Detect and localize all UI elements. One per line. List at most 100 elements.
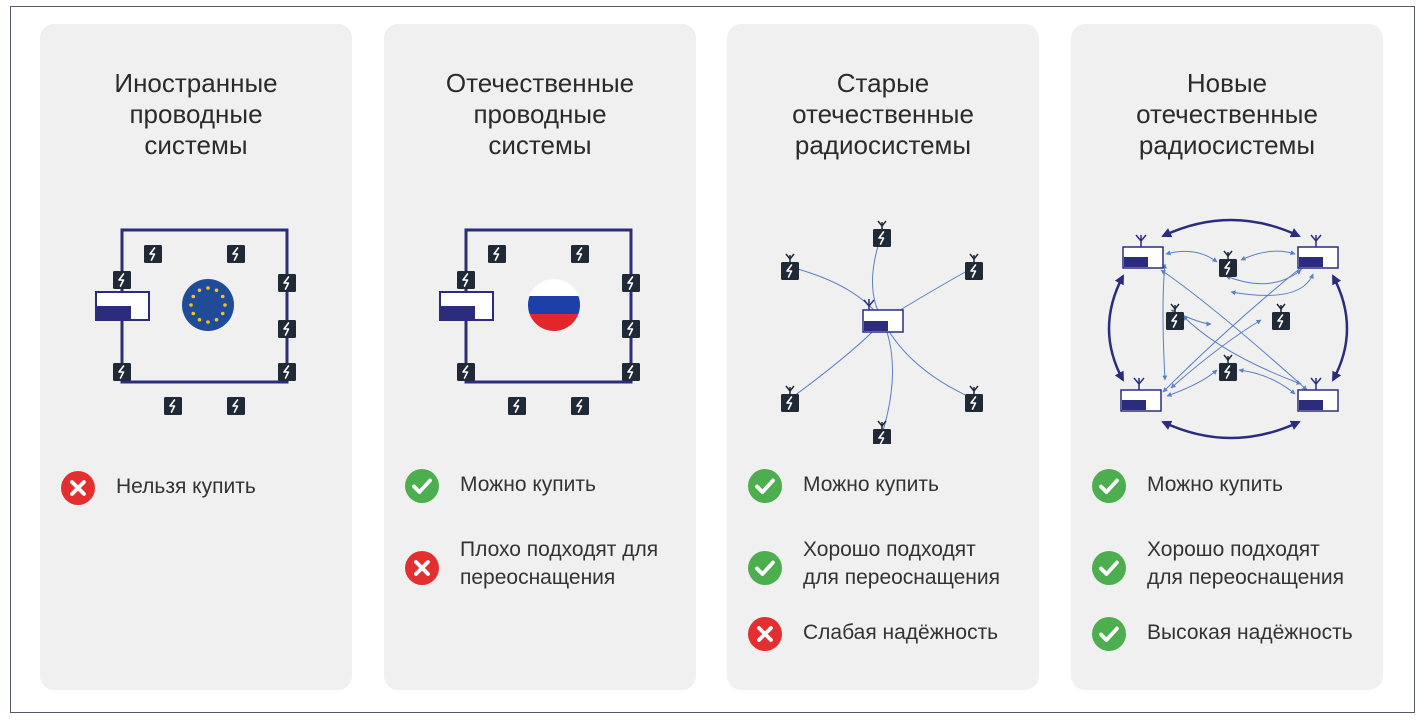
sensor-icon	[781, 385, 799, 412]
sensor-icon	[278, 320, 296, 338]
check-circle-icon	[748, 469, 782, 503]
title-line: проводные	[129, 99, 263, 129]
feature-item: Хорошо подходят для переоснащения	[747, 538, 1037, 589]
feature-item: Высокая надёжность	[1091, 616, 1381, 656]
feature-line: Слабая надёжность	[803, 621, 999, 644]
feature-line: для переоснащения	[803, 566, 1000, 589]
title-line: системы	[488, 130, 592, 160]
sensor-icon	[571, 245, 589, 263]
feature-item: Можно купить	[404, 468, 694, 508]
sensor-icon	[873, 220, 891, 247]
radio-links	[789, 233, 975, 435]
sensor-icon	[457, 363, 475, 381]
sensor-icon	[508, 397, 526, 415]
eu-flag-icon	[182, 279, 234, 331]
feature-label: Можно купить	[803, 471, 939, 499]
feature-item: Можно купить	[747, 468, 1037, 508]
check-circle-icon	[1092, 469, 1126, 503]
sensor-icon	[227, 397, 245, 415]
radio-star-diagram	[781, 220, 983, 444]
control-panel-icon	[95, 291, 150, 321]
feature-item: Нельзя купить	[60, 470, 350, 510]
title-line: отечественные	[1136, 99, 1318, 129]
title-line: Отечественные	[445, 68, 635, 98]
sensor-icon	[164, 397, 182, 415]
cross-circle-icon	[61, 471, 95, 505]
check-circle-icon	[748, 551, 782, 585]
sensor-icon	[622, 363, 640, 381]
radio-mesh-diagram	[1107, 218, 1349, 440]
feature-label: Слабая надёжность	[803, 619, 998, 647]
check-circle-icon	[405, 469, 439, 503]
mesh-links	[1160, 250, 1314, 397]
feature-line: Высокая надёжность	[1147, 621, 1353, 644]
sensor-icon	[622, 274, 640, 292]
wired-ring-diagram	[95, 228, 296, 415]
feature-label: Можно купить	[460, 471, 596, 499]
sensor-icon	[571, 397, 589, 415]
sensor-icon	[622, 320, 640, 338]
title-line: системы	[144, 130, 248, 160]
feature-label: Высокая надёжность	[1147, 619, 1353, 647]
gateway-icon	[1120, 377, 1162, 412]
card-new-radio: Новые отечественные радиосистемы Можно к…	[1071, 24, 1383, 690]
gateway-links	[1107, 218, 1349, 440]
sensor-nodes	[113, 245, 296, 415]
sensor-icon	[1219, 354, 1237, 381]
title-line: Новые	[1186, 68, 1268, 98]
mesh-sensor-nodes	[1166, 250, 1290, 381]
radio-sensor-nodes	[781, 220, 983, 444]
title-line: радиосистемы	[1138, 130, 1316, 160]
title-line: радиосистемы	[794, 130, 972, 160]
feature-item: Можно купить	[1091, 468, 1381, 508]
sensor-icon	[457, 271, 475, 289]
feature-item: Хорошо подходят для переоснащения	[1091, 538, 1381, 589]
sensor-icon	[1219, 250, 1237, 277]
feature-line: Плохо подходят для	[460, 538, 659, 561]
sensor-icon	[227, 245, 245, 263]
feature-label: Хорошо подходят для переоснащения	[803, 536, 1000, 592]
feature-line: для переоснащения	[1147, 566, 1344, 589]
sensor-nodes	[457, 245, 640, 415]
card-foreign-wired: Иностранные проводные системы Нельзя куп…	[40, 24, 352, 690]
title-line: Старые	[836, 68, 930, 98]
russia-flag-icon	[528, 279, 580, 331]
card-old-radio: Старые отечественные радиосистемы Можно …	[727, 24, 1039, 690]
sensor-icon	[1272, 303, 1290, 330]
feature-line: переоснащения	[460, 566, 616, 589]
gateway-icon	[1297, 377, 1339, 412]
title-line: Иностранные	[114, 68, 278, 98]
cross-circle-icon	[405, 551, 439, 585]
card-title: Иностранные проводные системы	[40, 68, 352, 161]
frame-border	[10, 6, 1415, 713]
feature-label: Плохо подходят для переоснащения	[460, 536, 658, 592]
card-title: Старые отечественные радиосистемы	[727, 68, 1039, 161]
wired-ring-diagram	[439, 228, 640, 415]
title-line: проводные	[473, 99, 607, 129]
feature-line: Хорошо подходят	[803, 538, 976, 561]
feature-label: Можно купить	[1147, 471, 1283, 499]
feature-item: Плохо подходят для переоснащения	[404, 538, 694, 589]
sensor-icon	[144, 245, 162, 263]
title-line: отечественные	[792, 99, 974, 129]
gateway-icon	[1297, 234, 1339, 269]
feature-line: Можно купить	[803, 473, 939, 496]
gateway-nodes	[1120, 234, 1339, 412]
gateway-icon	[1122, 234, 1164, 269]
sensor-icon	[278, 274, 296, 292]
check-circle-icon	[1092, 551, 1126, 585]
feature-label: Нельзя купить	[116, 473, 256, 501]
feature-line: Хорошо подходят	[1147, 538, 1320, 561]
control-panel-icon	[862, 299, 904, 333]
sensor-icon	[113, 363, 131, 381]
feature-line: Можно купить	[1147, 473, 1283, 496]
feature-line: Нельзя купить	[116, 475, 256, 498]
sensor-icon	[965, 385, 983, 412]
feature-line: Можно купить	[460, 473, 596, 496]
cross-circle-icon	[748, 617, 782, 651]
card-title: Отечественные проводные системы	[384, 68, 696, 161]
sensor-icon	[781, 253, 799, 280]
sensor-icon	[488, 245, 506, 263]
sensor-icon	[873, 420, 891, 444]
sensor-icon	[1166, 303, 1184, 330]
